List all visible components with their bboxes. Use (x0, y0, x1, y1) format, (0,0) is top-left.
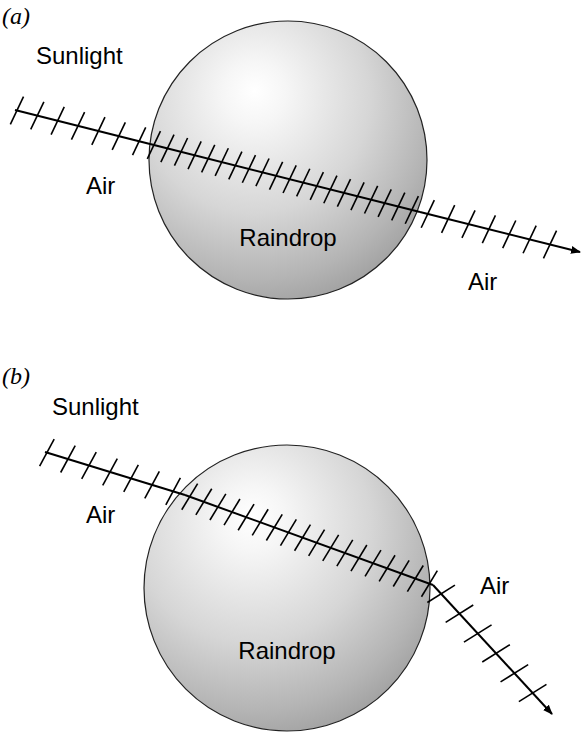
wavefront-tick (324, 176, 337, 204)
wavefront-tick (103, 459, 118, 486)
wavefront-tick (252, 509, 268, 535)
sphere-shape (144, 445, 430, 731)
wavefront-tick (242, 155, 255, 183)
wavefront-tick (407, 566, 423, 592)
wavefront-tick (446, 605, 474, 622)
wavefront-tick (482, 645, 510, 662)
wavefront-tick (393, 560, 409, 586)
wavefront-tick (462, 210, 475, 238)
wavefront-tick (61, 446, 76, 473)
wavefront-tick (10, 97, 23, 125)
wavefront-tick (82, 452, 97, 479)
wavefront-tick (92, 117, 105, 145)
wavefront-tick (365, 186, 378, 214)
wavefront-tick (238, 504, 254, 530)
panel-letter: (b) (2, 362, 30, 390)
wavefront-tick (392, 193, 405, 221)
raindrop-sphere: Raindrop (148, 20, 428, 300)
wavefront-tick (543, 231, 556, 259)
wavefront-tick (523, 226, 536, 254)
wavefront-tick (31, 102, 44, 130)
wavefront-tick (427, 585, 455, 602)
wavefront-tick (310, 172, 323, 200)
wavefront-tick (442, 205, 455, 233)
light-ray (150, 144, 420, 212)
wavefront-tick (309, 530, 325, 556)
sphere-outline (143, 444, 431, 732)
wavefront-tick (182, 484, 198, 510)
wavefront-tick (295, 525, 311, 551)
panel-letter: (a) (2, 2, 30, 30)
wavefront-tick (421, 200, 434, 228)
wavefront-tick (297, 169, 310, 197)
sphere-outline (148, 20, 428, 300)
raindrop-sphere: Raindrop (143, 444, 431, 732)
wavefront-tick (421, 571, 437, 597)
wavefront-tick (519, 684, 547, 701)
wavefront-tick (51, 107, 64, 135)
wavefront-tick (269, 162, 282, 190)
wavefront-tick (337, 540, 353, 566)
wavefront-tick (323, 535, 339, 561)
sphere-shape (149, 21, 427, 299)
wavefront-tick (210, 494, 226, 520)
wavefront-tick (379, 555, 395, 581)
wavefront-tick (337, 179, 350, 207)
medium-label: Air (468, 268, 497, 296)
light-ray (433, 585, 552, 714)
wavefront-tick (71, 112, 84, 140)
wavefront-tick (188, 141, 201, 169)
wavefront-tick (283, 165, 296, 193)
light-ray (15, 110, 150, 144)
light-ray (185, 495, 433, 585)
wavefront-tick (351, 182, 364, 210)
wavefront-tick (124, 465, 139, 492)
node-label: Raindrop (148, 224, 428, 252)
wavefront-tick (351, 545, 367, 571)
wavefront-tick (112, 122, 125, 150)
wavefront-tick (215, 148, 228, 176)
wavefront-tick (280, 519, 296, 545)
wavefront-tick (147, 131, 160, 159)
wavefront-tick (229, 152, 242, 180)
medium-label: Air (86, 501, 115, 529)
wavefront-tick (266, 514, 282, 540)
wavefront-tick (405, 196, 418, 224)
wavefront-tick (145, 471, 160, 498)
node-label: Raindrop (143, 637, 431, 665)
wavefront-tick (166, 478, 181, 505)
wavefront-tick (378, 189, 391, 217)
wavefront-tick (224, 499, 240, 525)
wavefront-tick (503, 220, 516, 248)
medium-label: Sunlight (36, 42, 123, 70)
medium-label: Air (86, 172, 115, 200)
wavefront-tick (482, 215, 495, 243)
wavefront-tick (40, 439, 55, 466)
wavefront-tick (133, 127, 146, 155)
wavefront-tick (256, 159, 269, 187)
wavefront-tick (202, 145, 215, 173)
medium-label: Sunlight (52, 393, 139, 421)
wavefront-tick (501, 665, 529, 682)
wavefront-tick (464, 625, 492, 642)
wavefront-tick (174, 138, 187, 166)
wavefront-tick (161, 135, 174, 163)
light-ray (45, 452, 185, 495)
medium-label: Air (480, 572, 509, 600)
wavefront-tick (196, 489, 212, 515)
wavefront-tick (365, 550, 381, 576)
